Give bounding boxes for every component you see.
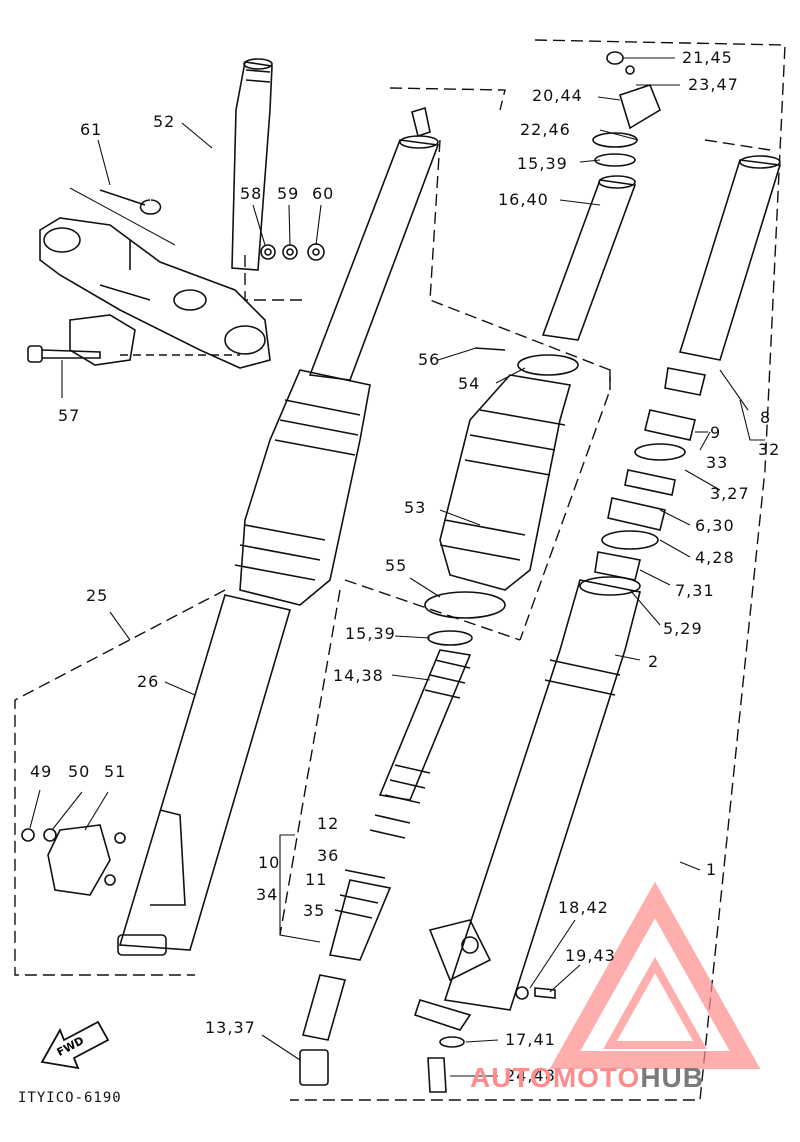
part-label-15-39-a: 15,39: [517, 154, 568, 173]
bolt-57: [27, 345, 101, 363]
part-label-1: 1: [706, 860, 718, 879]
left-inner-tube: [308, 106, 440, 381]
part-label-61: 61: [80, 120, 103, 139]
fork-spring: [299, 630, 473, 1086]
diagram-code: ITYICO-6190: [18, 1090, 122, 1106]
seals-bushings: [594, 367, 706, 581]
right-inner-tube: [678, 155, 782, 361]
part-label-54: 54: [458, 374, 481, 393]
part-label-11: 11: [305, 870, 328, 889]
part-label-34: 34: [256, 885, 279, 904]
leader-lines: [29, 57, 765, 1077]
watermark-text: AUTOMOTOHUB: [470, 1062, 704, 1094]
center-inner-tube: [541, 175, 637, 341]
part-label-22-46: 22,46: [520, 120, 571, 139]
part-label-5-29: 5,29: [663, 619, 703, 638]
part-label-21-45: 21,45: [682, 48, 733, 67]
part-label-20-44: 20,44: [532, 86, 583, 105]
center-fork-boot: [439, 374, 572, 591]
part-label-6-30: 6,30: [695, 516, 735, 535]
part-label-24-48: 24,48: [505, 1066, 556, 1085]
part-label-19-43: 19,43: [565, 946, 616, 965]
watermark-part2: HUB: [640, 1062, 704, 1093]
part-label-25: 25: [86, 586, 109, 605]
part-label-12: 12: [317, 814, 340, 833]
part-label-16-40: 16,40: [498, 190, 549, 209]
part-label-51: 51: [104, 762, 127, 781]
part-label-3-27: 3,27: [710, 484, 750, 503]
part-label-32: 32: [758, 440, 781, 459]
part-label-26: 26: [137, 672, 160, 691]
watermark-part1: AUTOMOTO: [470, 1062, 641, 1093]
part-label-60: 60: [312, 184, 335, 203]
fwd-arrow-icon: [40, 1020, 110, 1070]
watermark-logo: [549, 881, 761, 1069]
part-label-15-39-b: 15,39: [345, 624, 396, 643]
caliper-bracket: [47, 824, 126, 896]
part-label-53: 53: [404, 498, 427, 517]
part-label-4-28: 4,28: [695, 548, 735, 567]
part-label-8: 8: [760, 408, 772, 427]
cable-holder: [99, 189, 162, 215]
part-label-57: 57: [58, 406, 81, 425]
part-label-23-47: 23,47: [688, 75, 739, 94]
left-fork-boot: [234, 369, 371, 606]
part-label-13-37: 13,37: [205, 1018, 256, 1037]
part-label-14-38: 14,38: [333, 666, 384, 685]
part-label-18-42: 18,42: [558, 898, 609, 917]
part-label-7-31: 7,31: [675, 581, 715, 600]
part-label-17-41: 17,41: [505, 1030, 556, 1049]
part-label-58: 58: [240, 184, 263, 203]
right-outer-tube: [413, 576, 641, 1031]
part-label-49: 49: [30, 762, 53, 781]
part-label-9: 9: [710, 423, 722, 442]
steering-stem: [231, 58, 273, 271]
part-label-56: 56: [418, 350, 441, 369]
part-label-50: 50: [68, 762, 91, 781]
part-label-2: 2: [648, 652, 660, 671]
part-label-52: 52: [153, 112, 176, 131]
part-label-55: 55: [385, 556, 408, 575]
under-bracket: [39, 217, 271, 369]
part-label-59: 59: [277, 184, 300, 203]
left-outer-tube: [117, 594, 292, 956]
group-outlines: [14, 39, 786, 1101]
clamp-piece: [69, 314, 136, 366]
part-label-35: 35: [303, 901, 326, 920]
part-label-10: 10: [258, 853, 281, 872]
part-label-36: 36: [317, 846, 340, 865]
part-label-33: 33: [706, 453, 729, 472]
